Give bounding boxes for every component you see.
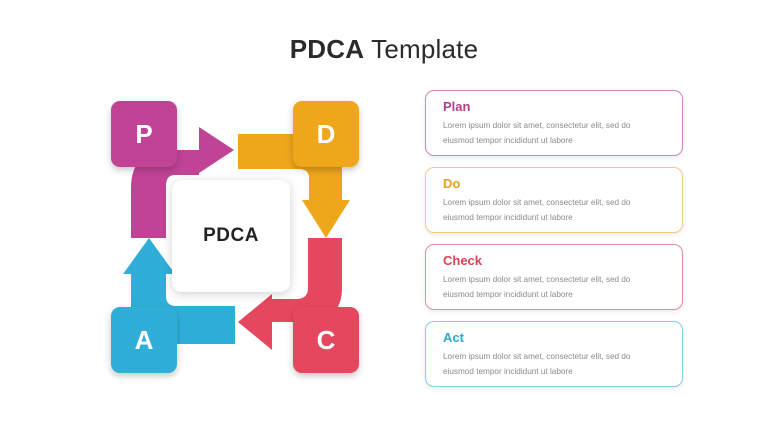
card-plan: Plan Lorem ipsum dolor sit amet, consect… [425,90,683,156]
tile-plan: P [111,101,177,167]
page-title: PDCA Template [0,34,768,65]
tile-do: D [293,101,359,167]
card-title: Check [443,253,483,268]
card-body: Lorem ipsum dolor sit amet, consectetur … [443,198,631,222]
card-title: Act [443,330,464,345]
card-body: Lorem ipsum dolor sit amet, consectetur … [443,275,631,299]
tile-check: C [293,307,359,373]
card-title: Do [443,176,461,191]
card-body: Lorem ipsum dolor sit amet, consectetur … [443,352,631,376]
tile-act: A [111,307,177,373]
title-light: Template [364,34,479,64]
pdca-cycle-diagram: PDCA P D C A [111,101,359,373]
card-check: Check Lorem ipsum dolor sit amet, consec… [425,244,683,310]
check-arrow [238,238,342,350]
card-title: Plan [443,99,471,114]
title-bold: PDCA [289,34,365,64]
center-label: PDCA [172,180,290,292]
card-act: Act Lorem ipsum dolor sit amet, consecte… [425,321,683,387]
card-do: Do Lorem ipsum dolor sit amet, consectet… [425,167,683,233]
card-body: Lorem ipsum dolor sit amet, consectetur … [443,121,631,145]
